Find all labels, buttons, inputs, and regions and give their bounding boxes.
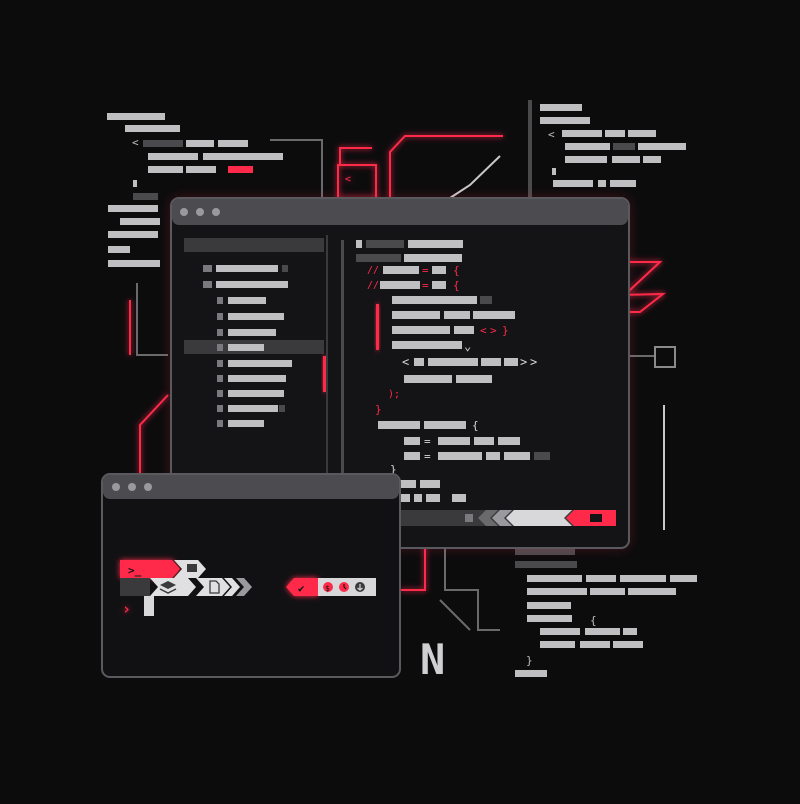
chevron-down-icon[interactable]: ⌄	[464, 339, 471, 353]
check-segment[interactable]	[286, 578, 318, 596]
code-close-brace: }	[375, 403, 382, 416]
file-tree-sidebar	[184, 238, 324, 427]
code-open-brace: {	[472, 419, 479, 432]
sidebar-scroll-indicator[interactable]	[323, 356, 326, 392]
prompt-segment	[120, 560, 180, 578]
code-angle-close: >	[520, 355, 527, 369]
code-area: // = { // = { < > } ⌄ <	[356, 240, 550, 502]
editor-title-bar[interactable]	[172, 199, 628, 225]
line-gutter	[341, 240, 344, 490]
file-icon	[217, 375, 223, 382]
tree-item[interactable]	[228, 313, 284, 320]
deco-code-top-left: <	[107, 113, 323, 267]
check-icon: ✔	[298, 582, 305, 595]
terminal-window: >_ › ✔ $	[101, 473, 401, 678]
file-icon	[217, 329, 223, 336]
close-dot[interactable]	[112, 483, 120, 491]
layers-segment	[150, 578, 196, 596]
brand-logo: N	[420, 635, 445, 684]
code-angle-open: <	[480, 324, 487, 337]
code-close-brace: }	[502, 324, 509, 337]
deco-code-top-right: <	[449, 100, 686, 200]
layers-icon	[160, 581, 176, 589]
deco-lt-glyph-right: <	[548, 128, 555, 141]
tree-item[interactable]	[228, 390, 284, 397]
code-close-paren: );	[388, 389, 400, 400]
code-equals: =	[424, 435, 431, 448]
deco-brace-close: }	[526, 654, 533, 667]
maximize-dot[interactable]	[144, 483, 152, 491]
file-icon	[217, 313, 223, 320]
file-icon	[209, 580, 220, 594]
folder-icon	[203, 265, 212, 272]
sidebar-header	[184, 238, 324, 252]
maximize-dot[interactable]	[212, 208, 220, 216]
file-icon	[217, 405, 223, 412]
minimize-dot[interactable]	[128, 483, 136, 491]
dollar-glyph: $	[325, 584, 330, 593]
code-angle-open: <	[402, 355, 409, 369]
code-active-line-marker	[376, 304, 379, 350]
terminal-title-bar[interactable]	[103, 475, 399, 499]
file-icon	[217, 297, 223, 304]
close-dot[interactable]	[180, 208, 188, 216]
editor-window: // = { // = { < > } ⌄ <	[170, 197, 630, 549]
tree-item[interactable]	[216, 265, 278, 272]
tree-item[interactable]	[228, 375, 286, 382]
deco-lt-glyph: <	[132, 136, 139, 149]
minimize-dot[interactable]	[196, 208, 204, 216]
code-comment-mark: //	[367, 280, 379, 291]
tree-item[interactable]	[228, 405, 278, 412]
sidebar-divider[interactable]	[326, 235, 328, 507]
code-angle-close: >	[490, 324, 497, 337]
terminal-prompt-row: >_ ›	[120, 560, 252, 618]
tree-item[interactable]	[228, 329, 276, 336]
tree-item[interactable]	[228, 297, 266, 304]
prompt-glyph: >_	[128, 564, 142, 577]
code-comment-mark: //	[367, 265, 379, 276]
file-segment	[196, 578, 230, 596]
code-open-brace: {	[453, 264, 460, 277]
folder-icon	[187, 564, 197, 572]
deco-code-bottom-right: { }	[515, 548, 697, 677]
code-equals: =	[422, 264, 429, 277]
connector-node	[654, 346, 676, 368]
code-equals: =	[422, 279, 429, 292]
deco-prompt-glyph: <	[345, 174, 351, 185]
file-icon	[217, 420, 223, 427]
connector-lines	[136, 283, 676, 631]
folder-open-icon	[203, 281, 212, 288]
code-equals: =	[424, 450, 431, 463]
terminal-status-pill: ✔ $	[286, 578, 376, 596]
file-icon	[217, 360, 223, 367]
code-close-brace: }	[390, 463, 397, 476]
code-open-brace: {	[453, 279, 460, 292]
file-icon	[217, 390, 223, 397]
caret-glyph: ›	[122, 600, 131, 618]
tree-item[interactable]	[216, 281, 288, 288]
tree-item[interactable]	[228, 420, 264, 427]
deco-brace-open: {	[590, 614, 597, 627]
code-angle-close: >	[530, 355, 537, 369]
tree-item[interactable]	[228, 360, 292, 367]
dollar-icon[interactable]	[323, 582, 333, 592]
